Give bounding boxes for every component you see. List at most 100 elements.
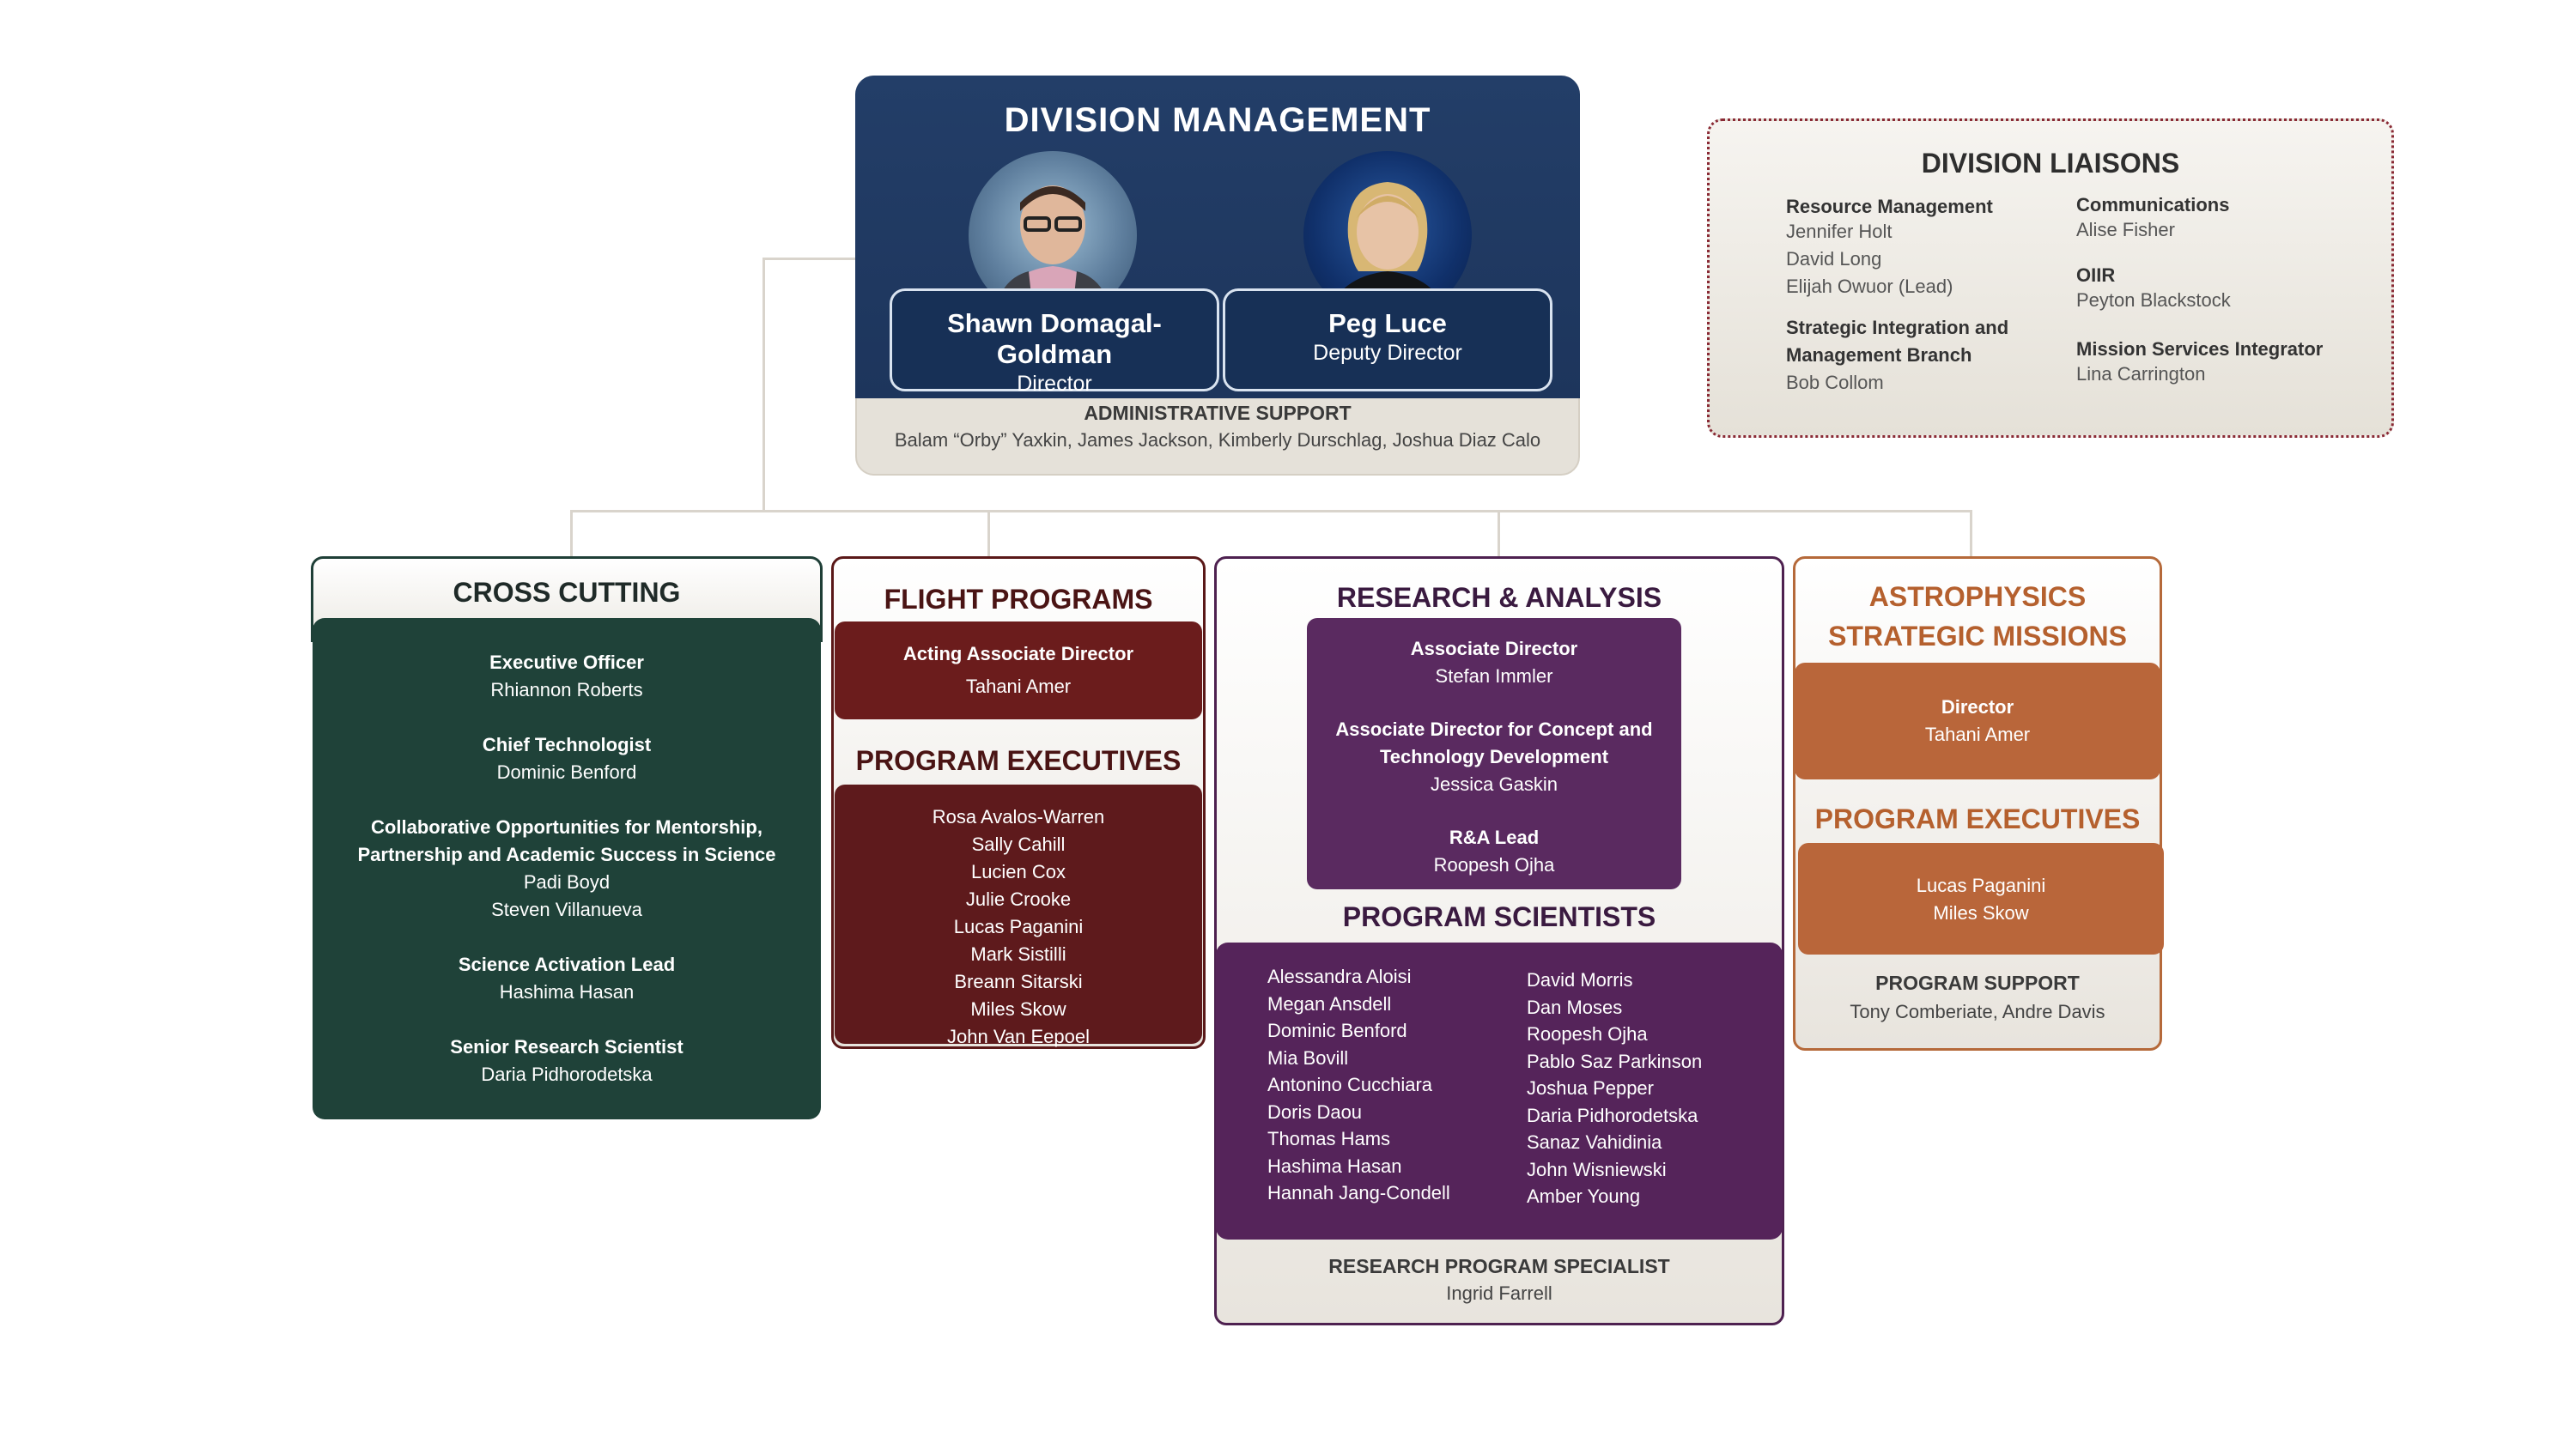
deputy-director-role: Deputy Director bbox=[1313, 341, 1462, 365]
ra-lead-name: Roopesh Ojha bbox=[1433, 854, 1555, 876]
cc-item: Senior Research Scientist Daria Pidhorod… bbox=[313, 1034, 821, 1088]
asm-title-line: ASTROPHYSICS bbox=[1868, 581, 2087, 612]
director-name: Shawn Domagal-Goldman bbox=[947, 308, 1162, 369]
cc-item-name: Dominic Benford bbox=[496, 761, 637, 783]
asm-title-line: STRATEGIC MISSIONS bbox=[1828, 621, 2127, 652]
flight-program-executives-list: Rosa Avalos-Warren Sally Cahill Lucien C… bbox=[835, 785, 1202, 1047]
asm-director-title: Director bbox=[1941, 696, 2014, 718]
list-item: Miles Skow bbox=[1933, 902, 2029, 924]
connector-drop-cc bbox=[570, 510, 573, 558]
program-scientists-title: PROGRAM SCIENTISTS bbox=[1342, 901, 1656, 932]
list-item: Sanaz Vahidinia bbox=[1527, 1131, 1662, 1153]
cc-item: Science Activation Lead Hashima Hasan bbox=[313, 951, 821, 1006]
liaison-name: Lina Carrington bbox=[2076, 363, 2206, 385]
list-item: Rosa Avalos-Warren bbox=[932, 806, 1105, 828]
liaison-heading: Communications bbox=[2076, 194, 2230, 215]
list-item: Hashima Hasan bbox=[1267, 1155, 1402, 1177]
list-item: Breann Sitarski bbox=[954, 971, 1083, 992]
cc-item-title: Science Activation Lead bbox=[458, 954, 676, 975]
list-item: Doris Daou bbox=[1267, 1100, 1363, 1123]
liaison-heading: Strategic Integration and bbox=[1786, 317, 2009, 338]
connector-left-vertical bbox=[762, 258, 765, 512]
liaison-name: David Long bbox=[1786, 248, 1882, 270]
liaison-name: Peyton Blackstock bbox=[2076, 289, 2231, 311]
acting-ad-title: Acting Associate Director bbox=[902, 643, 1134, 664]
list-item: Amber Young bbox=[1527, 1185, 1641, 1207]
program-support-names: Tony Comberiate, Andre Davis bbox=[1850, 1001, 2105, 1022]
asm-director-name: Tahani Amer bbox=[1924, 724, 2031, 745]
connector-drop-ra bbox=[1498, 510, 1500, 558]
connector-drop-asm bbox=[1970, 510, 1972, 558]
list-item: Lucas Paganini bbox=[953, 916, 1084, 937]
list-item: Megan Ansdell bbox=[1267, 992, 1392, 1015]
cc-item-name: Daria Pidhorodetska bbox=[481, 1064, 653, 1085]
connector-left-stub bbox=[762, 258, 857, 260]
liaison-heading: Management Branch bbox=[1786, 344, 1972, 366]
liaison-name: Bob Collom bbox=[1786, 372, 1884, 393]
program-scientists-list: Alessandra Aloisi Megan Ansdell Dominic … bbox=[1216, 943, 1783, 1240]
deputy-director-card: Peg Luce Deputy Director bbox=[1223, 288, 1552, 391]
research-program-specialist-title: RESEARCH PROGRAM SPECIALIST bbox=[1328, 1255, 1670, 1277]
list-item: Thomas Hams bbox=[1267, 1128, 1391, 1149]
scientists-left-column: Alessandra Aloisi Megan Ansdell Dominic … bbox=[1267, 963, 1525, 1207]
admin-support-names: Balam “Orby” Yaxkin, James Jackson, Kimb… bbox=[894, 429, 1541, 451]
liaison-heading: Resource Management bbox=[1786, 196, 1993, 217]
astrophysics-strategic-missions-box bbox=[1793, 556, 2162, 1051]
list-item: Lucien Cox bbox=[970, 861, 1066, 882]
liaison-name: Elijah Owuor (Lead) bbox=[1786, 276, 1953, 297]
cc-item-title: Collaborative Opportunities for Mentorsh… bbox=[371, 816, 762, 838]
research-program-specialist-name: Ingrid Farrell bbox=[1446, 1282, 1552, 1304]
list-item: Miles Skow bbox=[970, 998, 1066, 1020]
asm-title: ASTROPHYSICS STRATEGIC MISSIONS bbox=[1793, 577, 2162, 656]
admin-support-title: ADMINISTRATIVE SUPPORT bbox=[1084, 402, 1352, 424]
ra-ad-title: Associate Director bbox=[1410, 638, 1578, 659]
cross-cutting-title: CROSS CUTTING bbox=[453, 577, 681, 608]
asm-director-card: Director Tahani Amer bbox=[1795, 663, 2160, 779]
cross-cutting-body: Executive Officer Rhiannon Roberts Chief… bbox=[313, 618, 821, 1119]
cc-item-name: Steven Villanueva bbox=[491, 899, 642, 920]
program-support-title: PROGRAM SUPPORT bbox=[1875, 972, 2080, 994]
cc-item-title: Chief Technologist bbox=[482, 734, 652, 755]
list-item: Antonino Cucchiara bbox=[1267, 1074, 1433, 1095]
division-liaisons-title: DIVISION LIAISONS bbox=[1921, 148, 2180, 179]
cc-item: Chief Technologist Dominic Benford bbox=[313, 731, 821, 786]
list-item: David Morris bbox=[1527, 969, 1633, 991]
liaisons-left-column: Resource Management Jennifer Holt David … bbox=[1786, 196, 2061, 397]
list-item: Dan Moses bbox=[1527, 996, 1623, 1018]
list-item: Sally Cahill bbox=[971, 834, 1066, 855]
cc-item: Executive Officer Rhiannon Roberts bbox=[313, 649, 821, 704]
cc-item-title: Partnership and Academic Success in Scie… bbox=[357, 844, 776, 865]
list-item: Alessandra Aloisi bbox=[1267, 966, 1412, 987]
flight-programs-title: FLIGHT PROGRAMS bbox=[884, 584, 1153, 615]
cc-item-name: Padi Boyd bbox=[523, 871, 611, 893]
cc-item: Collaborative Opportunities for Mentorsh… bbox=[313, 814, 821, 924]
cc-item-title: Executive Officer bbox=[489, 652, 644, 673]
research-analysis-title: RESEARCH & ANALYSIS bbox=[1336, 582, 1662, 613]
list-item: John Wisniewski bbox=[1527, 1158, 1667, 1180]
cc-item-name: Hashima Hasan bbox=[499, 981, 635, 1003]
division-management-title: DIVISION MANAGEMENT bbox=[1004, 101, 1431, 139]
list-item: Pablo Saz Parkinson bbox=[1527, 1050, 1703, 1072]
list-item: Mia Bovill bbox=[1267, 1046, 1349, 1069]
director-card: Shawn Domagal-Goldman Director bbox=[890, 288, 1219, 396]
liaisons-right-column: Communications Alise Fisher OIIR Peyton … bbox=[2076, 194, 2368, 388]
list-item: Roopesh Ojha bbox=[1527, 1023, 1648, 1045]
list-item: Lucas Paganini bbox=[1916, 875, 2046, 896]
list-item: Julie Crooke bbox=[965, 888, 1072, 910]
director-role: Director bbox=[1017, 372, 1092, 396]
list-item: John Van Eepoel bbox=[947, 1026, 1090, 1047]
acting-associate-director-card: Acting Associate Director Tahani Amer bbox=[835, 621, 1202, 719]
asm-program-executives-title: PROGRAM EXECUTIVES bbox=[1814, 803, 2141, 834]
connector-drop-fp bbox=[987, 510, 990, 558]
scientists-right-column: David Morris Dan Moses Roopesh Ojha Pabl… bbox=[1527, 967, 1776, 1210]
ra-leadership-card: Associate Director Stefan Immler Associa… bbox=[1307, 618, 1681, 889]
ra-adctd-title: Associate Director for Concept and bbox=[1335, 718, 1653, 740]
deputy-director-name: Peg Luce bbox=[1328, 308, 1447, 338]
asm-program-executives-list: Lucas Paganini Miles Skow bbox=[1798, 843, 2164, 955]
ra-lead-title: R&A Lead bbox=[1449, 827, 1540, 848]
flight-program-executives-title: PROGRAM EXECUTIVES bbox=[855, 745, 1182, 776]
liaison-name: Jennifer Holt bbox=[1786, 221, 1893, 242]
list-item: Joshua Pepper bbox=[1527, 1077, 1654, 1099]
ra-adctd-name: Jessica Gaskin bbox=[1431, 773, 1558, 795]
list-item: Daria Pidhorodetska bbox=[1527, 1104, 1698, 1126]
